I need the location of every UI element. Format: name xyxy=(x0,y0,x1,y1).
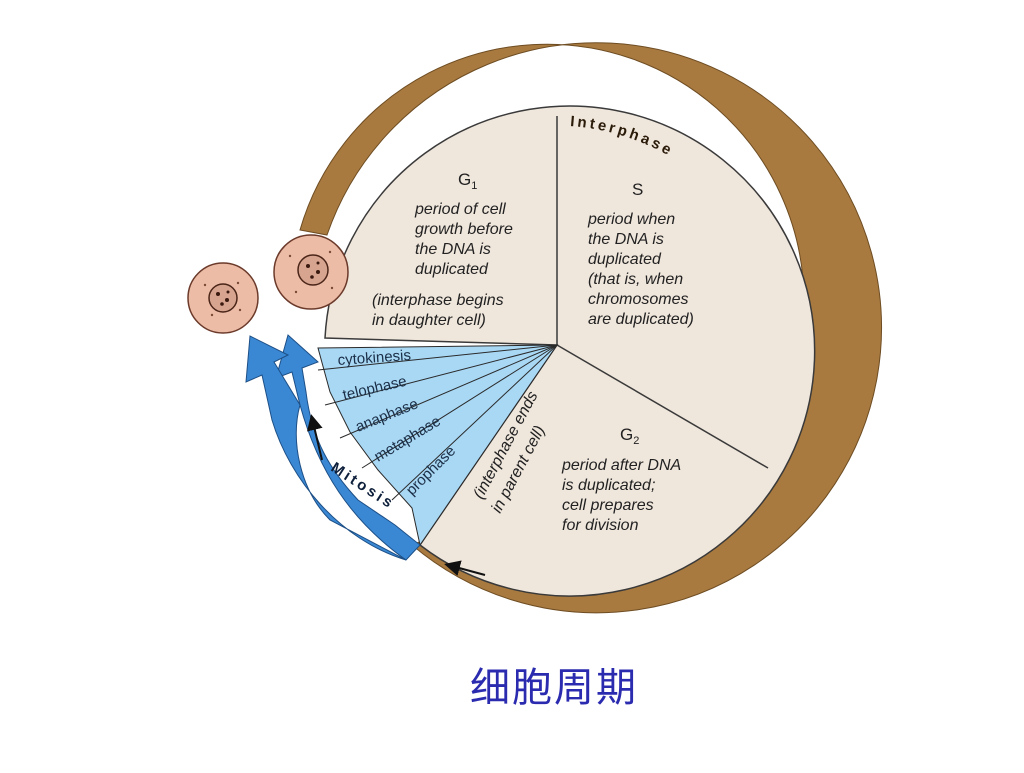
g1-line-1: period of cell xyxy=(414,201,506,218)
s-line-6: are duplicated) xyxy=(588,311,694,328)
mitosis-fan-line-4 xyxy=(361,344,558,469)
mitosis-fan-line-1 xyxy=(317,344,558,371)
g2-line-1: period after DNA xyxy=(561,457,681,474)
s-line-4: (that is, when xyxy=(588,271,683,288)
g1-note-1: (interphase begins xyxy=(372,292,504,309)
mitosis-direction-arrow xyxy=(306,414,323,461)
g1-title: G1 xyxy=(458,170,477,192)
mitosis-fan-line-2 xyxy=(324,344,558,406)
s-line-1: period when xyxy=(587,211,675,228)
daughter-cell-left xyxy=(187,262,259,334)
mitosis-fan xyxy=(317,344,558,547)
g2-line-3: cell prepares xyxy=(562,497,654,514)
ring-direction-arrow xyxy=(444,560,486,576)
s-line-5: chromosomes xyxy=(588,291,688,308)
g1-line-2: growth before xyxy=(415,221,513,238)
g1-note-2: in daughter cell) xyxy=(372,312,486,329)
s-title: S xyxy=(632,180,643,199)
mitosis-fan-line-5 xyxy=(391,344,558,501)
daughter-cell-right xyxy=(273,234,349,310)
g2-line-2: is duplicated; xyxy=(562,477,655,494)
s-line-3: duplicated xyxy=(588,251,662,268)
interphase-wedge xyxy=(324,105,816,597)
mitosis-arrow-left xyxy=(245,335,407,561)
mitosis-fan-line-3 xyxy=(339,344,558,439)
s-g2-divider xyxy=(556,344,769,469)
g1-line-4: duplicated xyxy=(415,261,489,278)
g2-line-4: for division xyxy=(562,517,639,534)
s-line-2: the DNA is xyxy=(588,231,664,248)
g1-line-3: the DNA is xyxy=(415,241,491,258)
caption-title: 细胞周期 xyxy=(470,665,638,711)
stage-cytokinesis: cytokinesis xyxy=(337,347,411,369)
g2-title: G2 xyxy=(620,425,639,447)
